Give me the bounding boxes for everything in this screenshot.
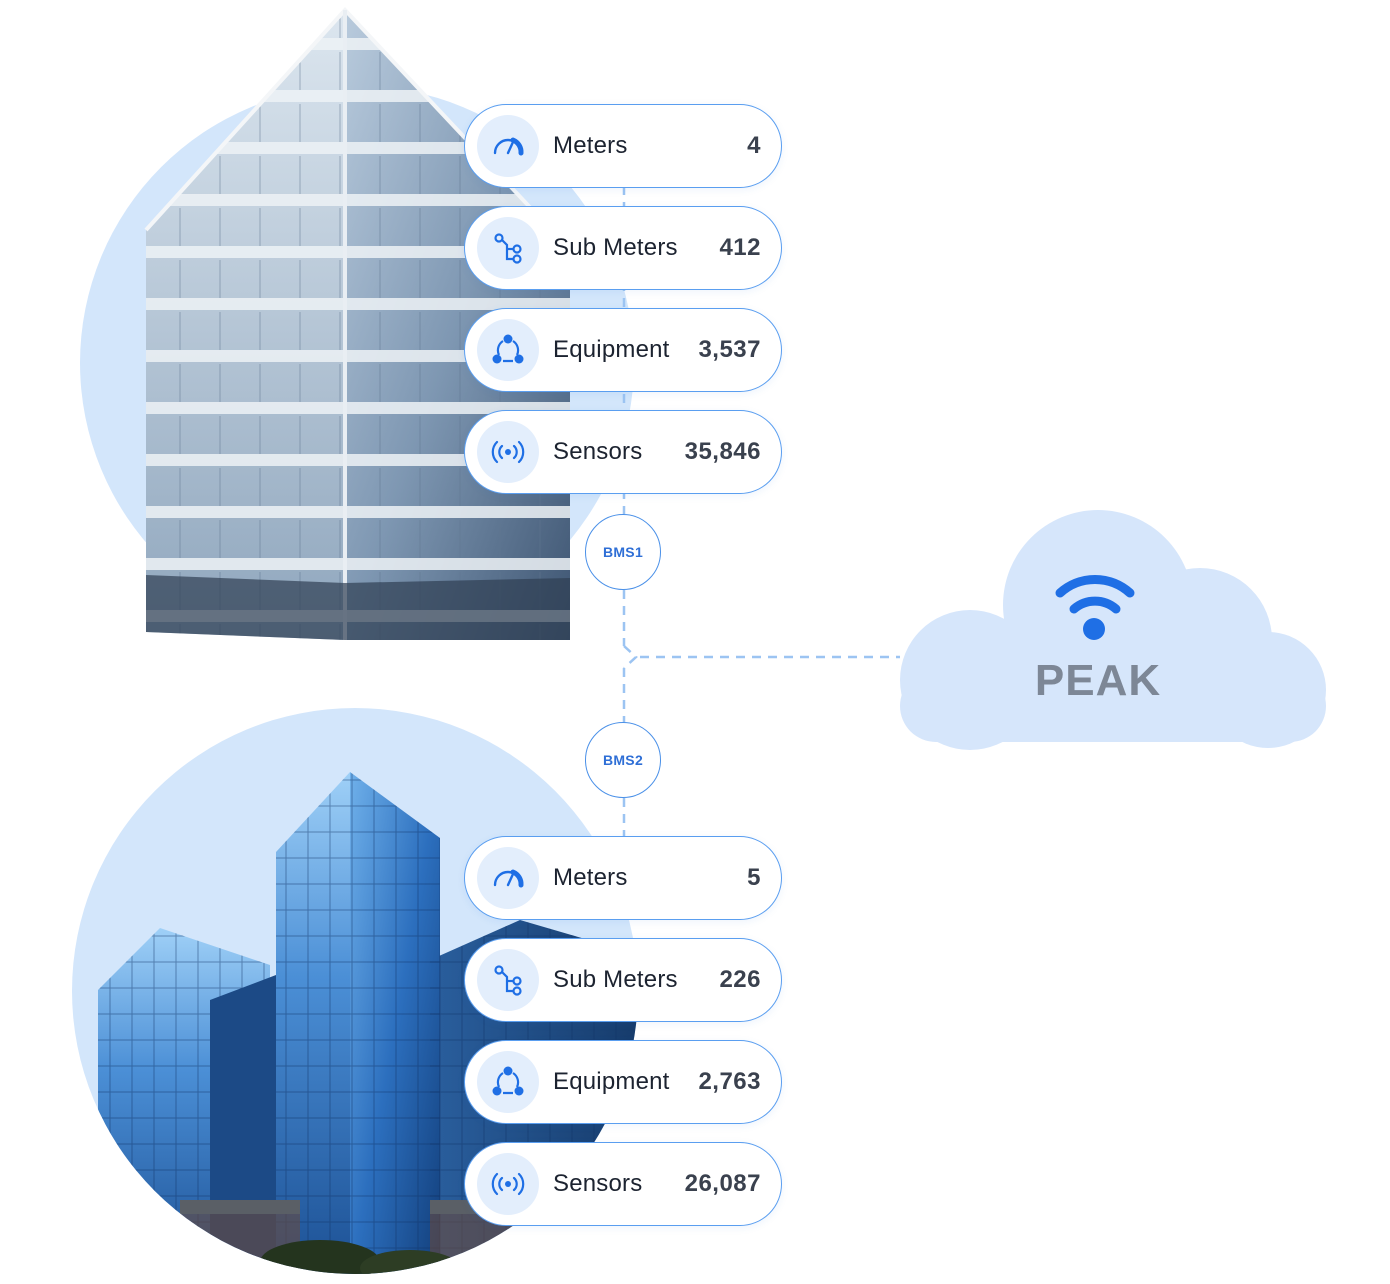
pill-label: Meters bbox=[553, 864, 628, 891]
bms1-node: BMS1 bbox=[585, 514, 661, 590]
pill-value: 226 bbox=[719, 966, 761, 993]
pill-label: Meters bbox=[553, 132, 628, 159]
bms1-sensors-pill: Sensors 35,846 bbox=[464, 410, 782, 494]
branch-icon bbox=[477, 217, 539, 279]
gauge-icon bbox=[477, 847, 539, 909]
pill-label: Equipment bbox=[553, 1068, 670, 1095]
gauge-icon bbox=[477, 115, 539, 177]
equipment-icon bbox=[477, 1051, 539, 1113]
pill-value: 26,087 bbox=[684, 1170, 761, 1197]
bms2-sensors-pill: Sensors 26,087 bbox=[464, 1142, 782, 1226]
wifi-icon bbox=[1055, 575, 1135, 614]
bms2-node: BMS2 bbox=[585, 722, 661, 798]
pill-label: Sub Meters bbox=[553, 234, 678, 261]
pill-label: Sensors bbox=[553, 1170, 643, 1197]
pill-value: 3,537 bbox=[698, 336, 761, 363]
bms2-submeters-pill: Sub Meters 226 bbox=[464, 938, 782, 1022]
sensor-icon bbox=[477, 421, 539, 483]
bms1-submeters-pill: Sub Meters 412 bbox=[464, 206, 782, 290]
bms2-meters-pill: Meters 5 bbox=[464, 836, 782, 920]
equipment-icon bbox=[477, 319, 539, 381]
pill-value: 4 bbox=[747, 132, 761, 159]
bms1-equipment-pill: Equipment 3,537 bbox=[464, 308, 782, 392]
bms2-label: BMS2 bbox=[602, 752, 644, 768]
sensor-icon bbox=[477, 1153, 539, 1215]
bms2-equipment-pill: Equipment 2,763 bbox=[464, 1040, 782, 1124]
pill-label: Sub Meters bbox=[553, 966, 678, 993]
pill-label: Equipment bbox=[553, 336, 670, 363]
pill-label: Sensors bbox=[553, 438, 643, 465]
peak-cloud bbox=[900, 510, 1326, 750]
pill-value: 412 bbox=[719, 234, 761, 261]
bms1-meters-pill: Meters 4 bbox=[464, 104, 782, 188]
wifi-dot-icon bbox=[1083, 618, 1105, 640]
pill-value: 5 bbox=[747, 864, 761, 891]
bms1-label: BMS1 bbox=[602, 544, 644, 560]
pill-value: 35,846 bbox=[684, 438, 761, 465]
peak-label: PEAK bbox=[1034, 656, 1162, 705]
branch-icon bbox=[477, 949, 539, 1011]
pill-value: 2,763 bbox=[698, 1068, 761, 1095]
